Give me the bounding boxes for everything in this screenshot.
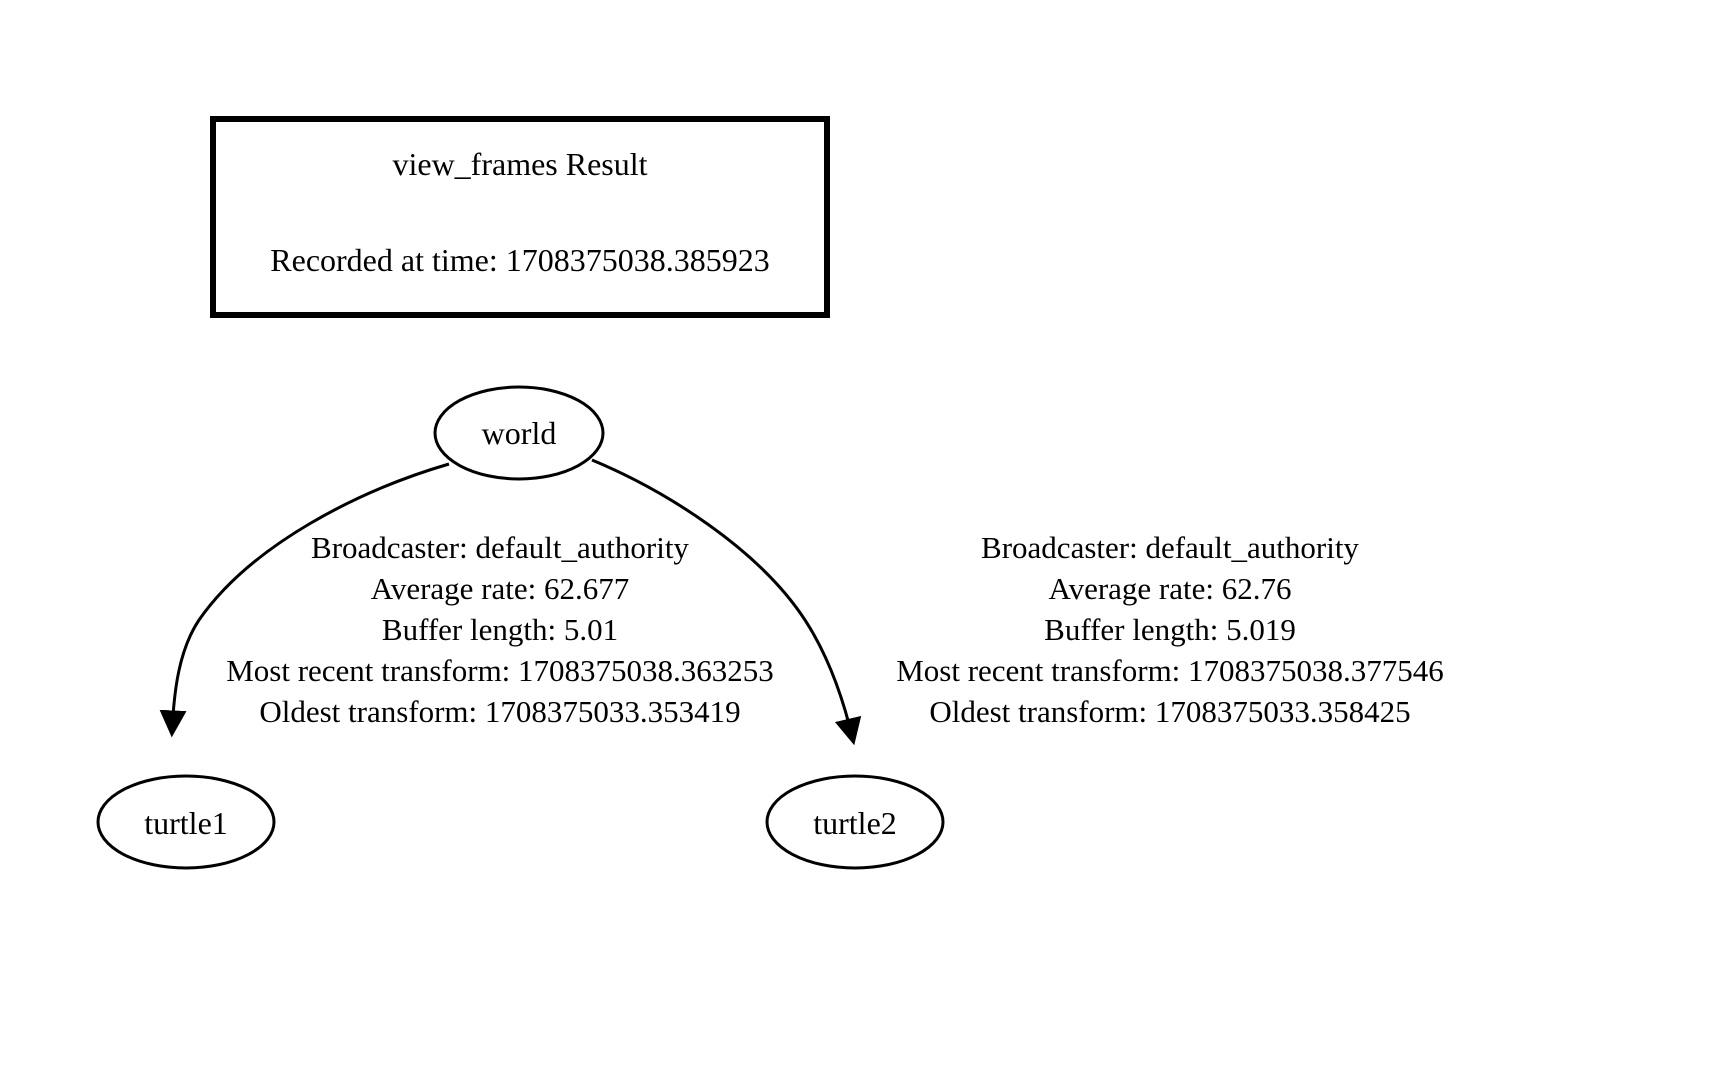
edge2-broadcaster-line: Broadcaster: default_authority [981,530,1359,565]
edge-world-to-turtle1 [159,462,450,738]
edge-world-to-turtle2 [591,458,862,746]
edge2-oldest-transform-line: Oldest transform: 1708375033.358425 [929,694,1411,729]
edge2-average-rate-line: Average rate: 62.76 [1048,571,1292,606]
edge2-buffer-length-line: Buffer length: 5.019 [1044,612,1296,647]
graph-heading: view_frames Result [392,146,648,182]
node-ellipse-turtle2[interactable] [765,774,945,870]
node-label-world[interactable]: world [481,415,557,451]
view-frames-result-box: view_frames Result Recorded at time: 170… [210,116,830,318]
edge1-broadcaster-line: Broadcaster: default_authority [311,530,689,565]
node-ellipse-turtle1[interactable] [96,774,276,870]
node-label-turtle2[interactable]: turtle2 [813,805,897,841]
edge2-most-recent-transform-line: Most recent transform: 1708375038.377546 [896,653,1444,688]
edge-label-world-to-turtle1: Broadcaster: default_authority Average r… [192,527,808,732]
node-ellipse-world[interactable] [433,385,605,481]
edge1-most-recent-transform-line: Most recent transform: 1708375038.363253 [226,653,774,688]
node-label-turtle1[interactable]: turtle1 [144,805,228,841]
edge1-buffer-length-line: Buffer length: 5.01 [381,612,619,647]
recorded-at-time-label: Recorded at time: 1708375038.385923 [270,242,770,278]
edge1-oldest-transform-line: Oldest transform: 1708375033.353419 [259,694,741,729]
edge-label-world-to-turtle2: Broadcaster: default_authority Average r… [862,527,1478,732]
edge1-average-rate-line: Average rate: 62.677 [370,571,630,606]
